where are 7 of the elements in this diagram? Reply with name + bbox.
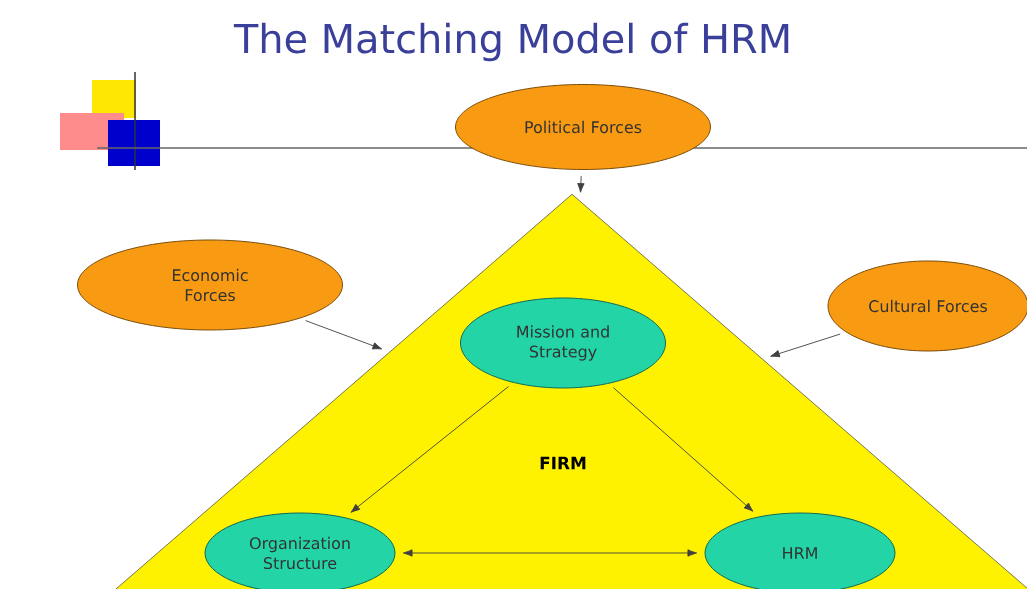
title: The Matching Model of HRM <box>233 22 789 62</box>
arrow <box>305 320 383 350</box>
arrow <box>770 333 841 358</box>
arrow <box>402 549 698 557</box>
arrow <box>577 175 585 193</box>
arrow <box>350 386 509 513</box>
arrow <box>613 387 754 512</box>
